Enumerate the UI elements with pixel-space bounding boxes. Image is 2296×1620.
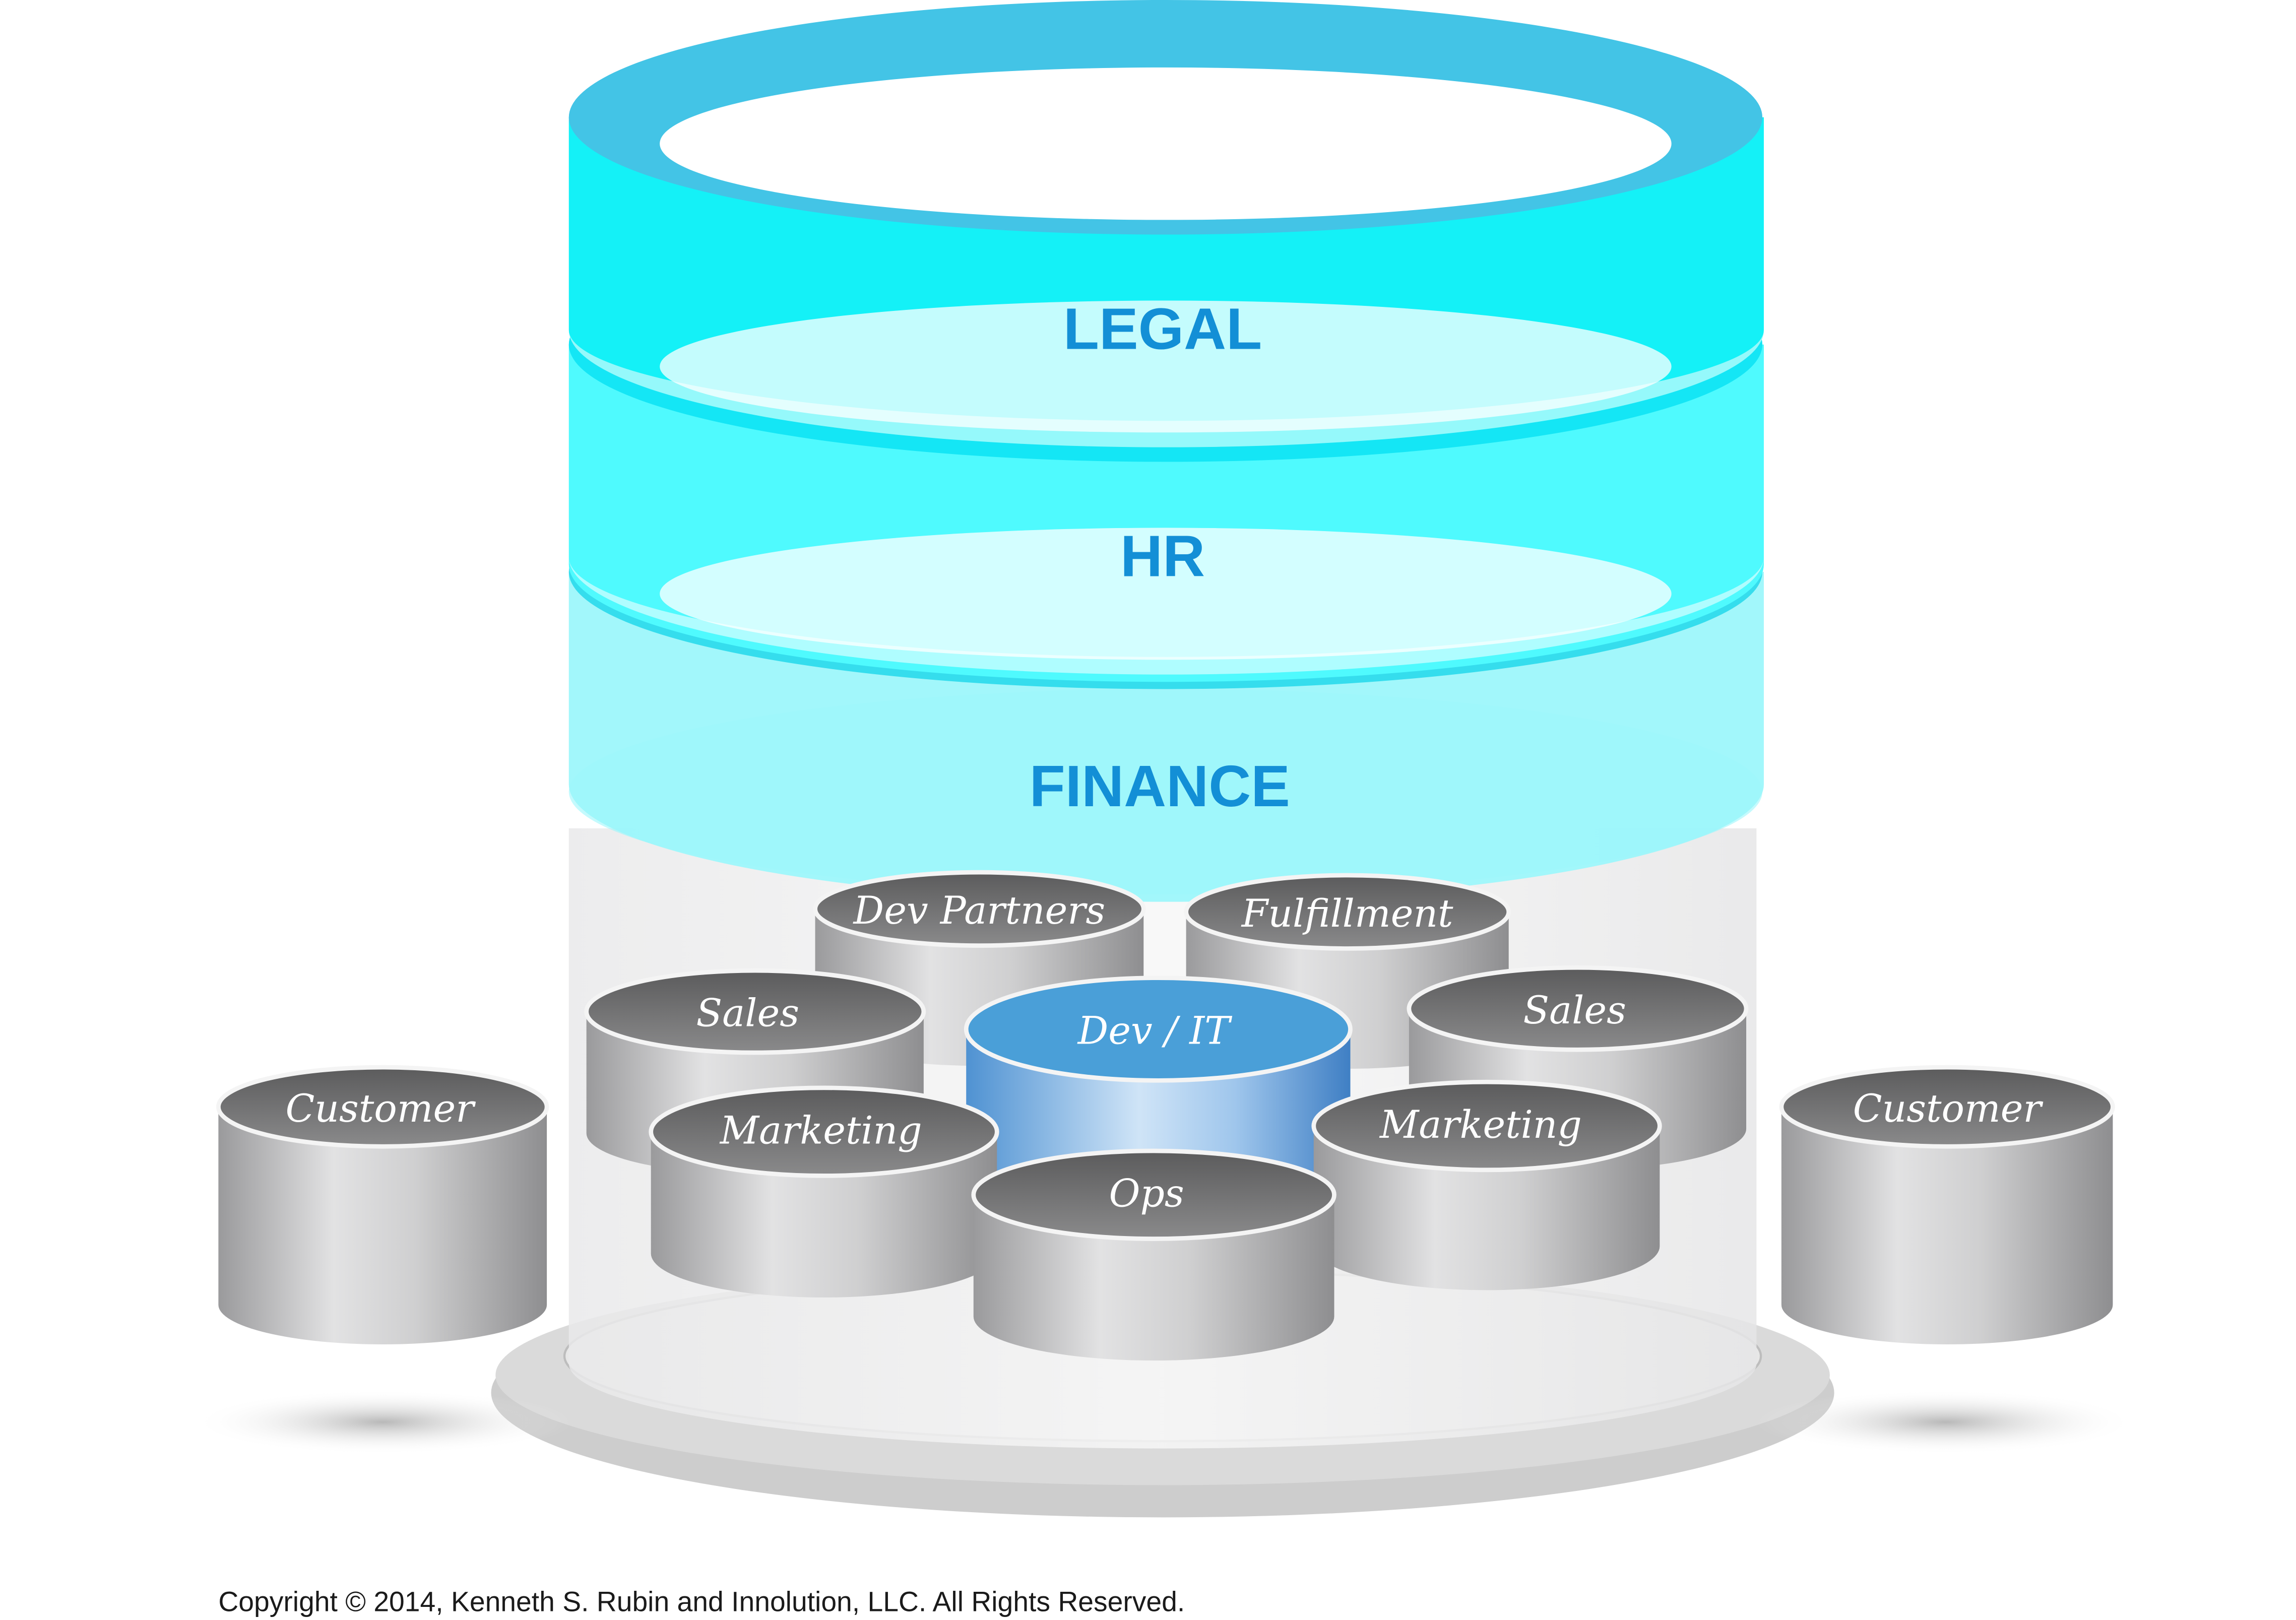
cylinder-label-sales-left: Sales [696,991,799,1035]
cylinder-marketing-left: Marketing [649,1085,999,1298]
ring-hr-inner [660,300,1672,433]
cylinder-customer-left: Customer [216,1065,549,1345]
cylinder-label-dev-it: Dev / IT [1077,1009,1233,1053]
ring-finance-bottom-rim [568,689,1763,894]
cylinder-label-sales-right: Sales [1523,988,1626,1032]
cylinder-label-customer-left: Customer [285,1086,476,1131]
ring-label-hr: HR [1120,523,1205,589]
cylinder-label-customer-right: Customer [1853,1086,2044,1131]
customer-left-shadow [192,1390,573,1455]
cylinder-label-ops: Ops [1109,1172,1184,1216]
cylinder-label-dev-partners: Dev Partners [853,888,1106,933]
ring-label-legal: LEGAL [1063,296,1262,361]
cylinder-marketing-right: Marketing [1311,1079,1662,1290]
ring-label-finance: FINANCE [1030,753,1290,819]
cylinder-label-fulfillment: Fulfillment [1241,891,1453,936]
cylinder-label-marketing-left: Marketing [719,1108,922,1152]
cylinder-customer-right: Customer [1779,1065,2115,1345]
ring-finance-inner [660,528,1672,660]
copyright-text: Copyright © 2014, Kenneth S. Rubin and I… [218,1586,1185,1617]
cylinder-ops: Ops [971,1148,1336,1361]
cylinder-label-marketing-right: Marketing [1379,1103,1582,1147]
customer-right-shadow [1755,1390,2137,1455]
